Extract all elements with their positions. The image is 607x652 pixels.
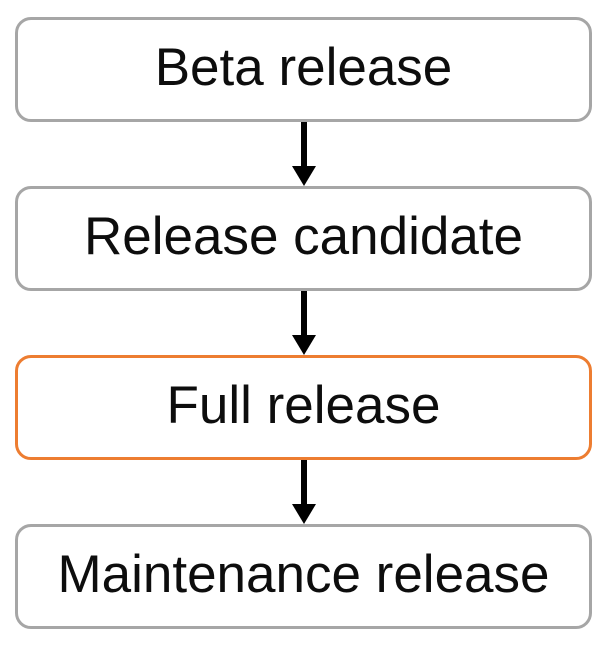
arrow-head-down-icon [291, 335, 316, 355]
arrow-head-down-icon [291, 166, 316, 186]
node-beta-release[interactable]: Beta release [15, 17, 592, 122]
connector-arrow-3 [0, 460, 607, 524]
arrow-stem [300, 122, 307, 166]
arrow-head-down-icon [291, 504, 316, 524]
node-label-beta-release: Beta release [154, 38, 453, 97]
node-label-maintenance-release: Maintenance release [57, 545, 550, 604]
node-release-candidate[interactable]: Release candidate [15, 186, 592, 291]
arrow-stem [300, 291, 307, 335]
node-label-full-release: Full release [166, 376, 441, 435]
connector-arrow-1 [0, 122, 607, 186]
node-label-release-candidate: Release candidate [83, 207, 524, 266]
node-maintenance-release[interactable]: Maintenance release [15, 524, 592, 629]
node-full-release[interactable]: Full release [15, 355, 592, 460]
arrow-stem [300, 460, 307, 504]
connector-arrow-2 [0, 291, 607, 355]
